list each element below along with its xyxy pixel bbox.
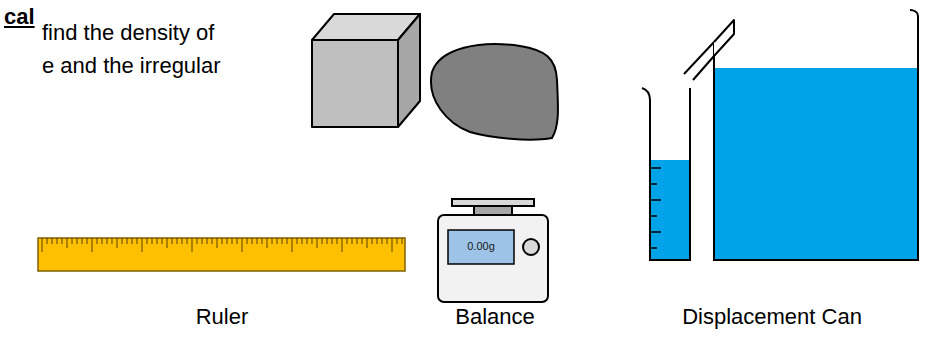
measuring-cylinder <box>642 88 690 260</box>
apparatus-label: Balance <box>455 304 535 330</box>
intro-text: e and the irregular <box>42 53 221 79</box>
displacement-can <box>684 10 918 260</box>
cube <box>312 14 420 127</box>
irregular-object <box>431 44 558 140</box>
apparatus-label: Ruler <box>196 304 249 330</box>
balance-reading: 0.00g <box>467 240 495 253</box>
ruler <box>38 238 405 271</box>
intro-text: find the density of <box>42 20 214 46</box>
heading: cal <box>4 4 35 30</box>
apparatus-label: Displacement Can <box>682 304 862 330</box>
balance <box>438 199 548 302</box>
